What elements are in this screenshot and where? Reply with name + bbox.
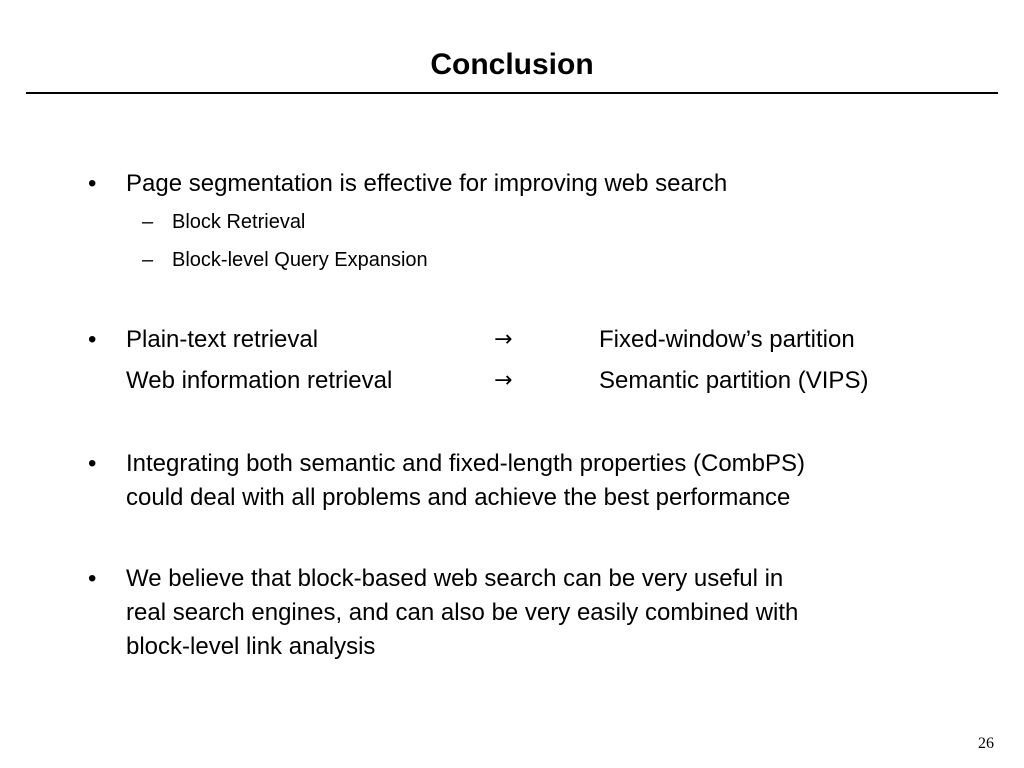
bullet-marker: • xyxy=(88,450,97,477)
bullet-text-line: block-level link analysis xyxy=(126,633,376,660)
arrow-right-icon: → xyxy=(494,327,513,352)
title-divider xyxy=(26,92,998,94)
bullet-text-line: We believe that block-based web search c… xyxy=(126,565,784,592)
mapping-left-text: Web information retrieval xyxy=(126,367,393,394)
page-number: 26 xyxy=(978,735,994,752)
bullet-marker: • xyxy=(88,326,97,353)
bullet-marker: • xyxy=(88,565,97,592)
bullet-text-line: could deal with all problems and achieve… xyxy=(126,484,791,511)
bullet-text-line: Integrating both semantic and fixed-leng… xyxy=(126,450,806,477)
sub-bullet-text: Block Retrieval xyxy=(172,211,306,233)
mapping-left-text: Plain-text retrieval xyxy=(126,326,319,353)
bullet-text-line: real search engines, and can also be ver… xyxy=(126,599,799,626)
bullet-text: Page segmentation is effective for impro… xyxy=(126,170,728,197)
bullet-marker: • xyxy=(88,170,97,197)
mapping-right-text: Fixed-window’s partition xyxy=(599,326,855,353)
sub-bullet-marker: – xyxy=(142,211,154,233)
sub-bullet-marker: – xyxy=(142,249,154,271)
mapping-right-text: Semantic partition (VIPS) xyxy=(599,367,869,394)
slide-title: Conclusion xyxy=(430,48,594,81)
sub-bullet-text: Block-level Query Expansion xyxy=(172,249,428,271)
arrow-right-icon: → xyxy=(494,368,513,393)
